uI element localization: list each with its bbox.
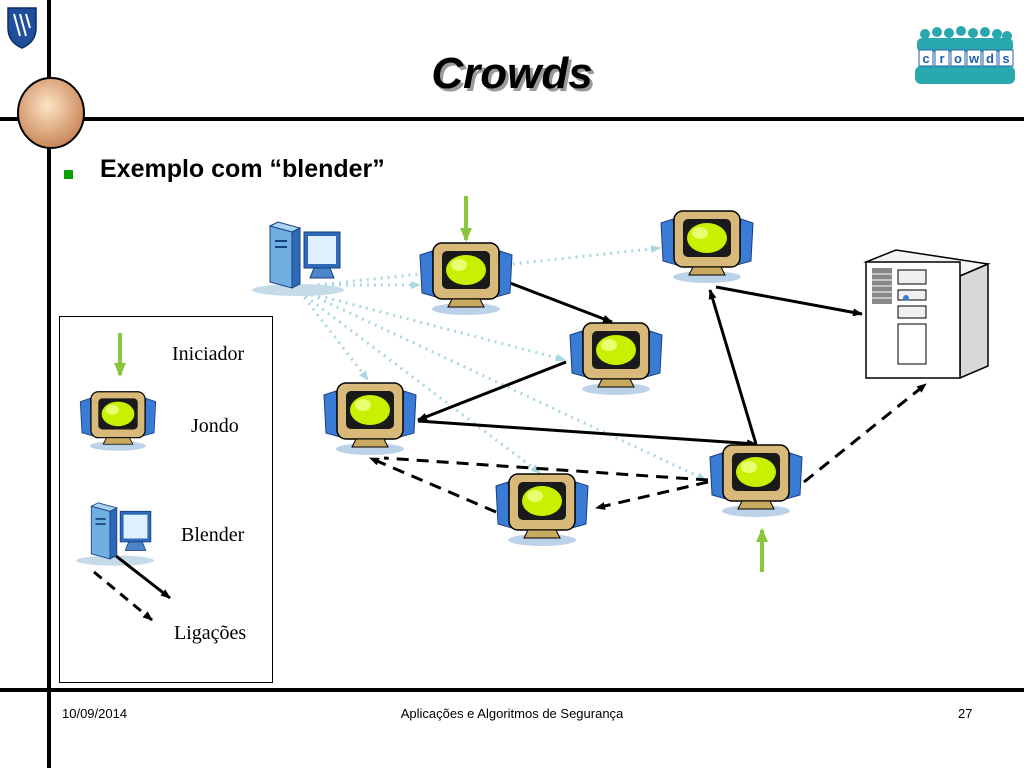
return-link <box>595 480 709 510</box>
crowds-logo-letter: o <box>954 51 962 66</box>
computer-monitor-icon <box>709 444 803 518</box>
server-tower-icon <box>863 249 991 380</box>
computer-monitor-icon <box>419 242 513 316</box>
left-rule <box>47 0 51 768</box>
globe-icon <box>17 77 85 149</box>
legend-dashed-link <box>93 570 153 622</box>
legend-links-label: Ligações <box>174 622 247 644</box>
header-rule <box>0 117 1024 121</box>
computer-monitor-icon <box>569 322 663 396</box>
blender-link <box>317 244 661 287</box>
blender-link <box>298 291 370 381</box>
legend-jondo-label: Jondo <box>191 415 239 437</box>
legend-box <box>59 316 273 683</box>
legend-solid-link <box>115 554 171 600</box>
path-link <box>417 419 757 448</box>
computer-monitor-icon <box>79 391 157 452</box>
desktop-computer-icon <box>75 502 155 567</box>
return-link <box>383 456 709 482</box>
crowds-logo-letter: c <box>922 51 929 66</box>
legend-blender-label: Blender <box>181 524 245 546</box>
path-link <box>509 281 613 324</box>
path-link <box>417 360 567 422</box>
footer-date: 10/09/2014 <box>62 706 128 721</box>
legend-initiator-label: Iniciador <box>172 343 245 365</box>
bullet-text: Exemplo com “blender” <box>100 155 385 183</box>
computer-monitor-icon <box>495 473 589 547</box>
slide-title: Crowds <box>431 49 593 98</box>
blender-link <box>304 290 566 362</box>
bullet-marker <box>64 170 73 179</box>
path-link <box>708 289 758 445</box>
return-link <box>369 456 497 514</box>
path-link <box>715 285 863 317</box>
footer-rule <box>0 688 1024 692</box>
desktop-computer-icon <box>251 221 345 297</box>
computer-monitor-icon <box>323 382 417 456</box>
crowds-logo-icon: c r o w d s <box>915 26 1015 84</box>
blender-link <box>299 290 541 475</box>
crowds-logo-letter: s <box>1002 51 1009 66</box>
computer-monitor-icon <box>660 210 754 284</box>
university-shield-icon <box>7 7 37 49</box>
footer-page-number: 27 <box>958 706 973 721</box>
crowds-logo-letter: r <box>939 51 944 66</box>
footer-course: Aplicações e Algoritmos de Segurança <box>400 706 624 721</box>
crowds-logo-letter: d <box>986 51 994 66</box>
return-link <box>803 382 927 484</box>
crowds-logo-letter: w <box>968 51 980 66</box>
